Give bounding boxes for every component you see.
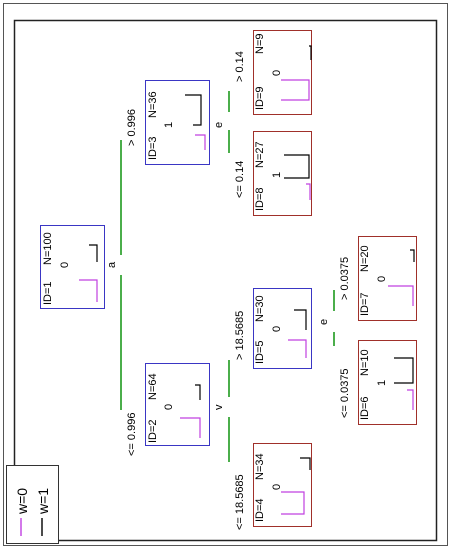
tree-edges (120, 91, 335, 462)
node-3-bar-w1 (185, 94, 202, 126)
node-8-id: ID=8 (254, 187, 266, 211)
node-4-box (253, 443, 312, 527)
node-3-count: N=36 (147, 91, 159, 118)
node-5: ID=5 N=30 0 (253, 288, 312, 369)
node-6-count: N=10 (359, 349, 371, 376)
node-5-bar-w0 (288, 339, 307, 358)
node-4-bar-w1 (300, 457, 311, 470)
node-2-pred: 0 (163, 404, 175, 410)
node-9-id: ID=9 (254, 86, 266, 110)
node-7-box (358, 236, 417, 321)
edge-label-1-right: > 0.996 (126, 109, 138, 146)
node-8-box (253, 131, 312, 216)
edge-label-1-left: <= 0.996 (126, 413, 138, 456)
node-3-box (145, 80, 210, 165)
node-9-bar-w1 (309, 45, 312, 60)
split-4-var: e (213, 122, 225, 128)
node-9-count: N=9 (254, 34, 266, 55)
node-7-id: ID=7 (359, 292, 371, 316)
node-2-bar-w0 (180, 417, 201, 438)
node-1: ID=1 N=100 0 (40, 225, 105, 309)
edge-label-3-left: <= 0.0375 (339, 368, 351, 418)
legend: w=0 w=1 (6, 465, 59, 544)
node-1-pred: 0 (59, 262, 71, 268)
node-5-bar-w1 (294, 309, 307, 330)
node-2-id: ID=2 (147, 419, 159, 443)
node-7-bar-w0 (388, 285, 414, 306)
node-2-bar-w1 (195, 384, 201, 400)
node-1-box (40, 225, 105, 309)
node-5-count: N=30 (254, 295, 266, 322)
node-5-id: ID=5 (254, 340, 266, 364)
node-7: ID=7 N=20 0 (358, 236, 417, 321)
node-2: ID=2 N=64 0 (145, 363, 210, 446)
node-3-bar-w0 (195, 134, 206, 150)
edge-label-4-right: > 0.14 (234, 51, 246, 82)
node-5-pred: 0 (271, 326, 283, 332)
node-9-box (253, 30, 312, 115)
node-1-bar-w1 (89, 244, 98, 262)
node-1-bar-w0 (79, 279, 98, 302)
node-5-box (253, 288, 312, 369)
edge-label-2-right: > 18.5685 (234, 311, 246, 360)
node-4-bar-w0 (281, 491, 305, 515)
node-9-pred: 0 (271, 70, 283, 76)
node-3-pred: 1 (163, 122, 175, 128)
edge-label-2-left: <= 18.5685 (234, 474, 246, 530)
split-2-var: v (213, 404, 225, 410)
edge-label-4-left: <= 0.14 (234, 161, 246, 198)
plot-frame (13, 19, 438, 542)
node-6-id: ID=6 (359, 396, 371, 420)
node-9: ID=9 N=9 0 (253, 30, 312, 115)
split-1-var: a (106, 261, 118, 268)
node-9-bar-w0 (281, 79, 310, 101)
node-8-bar-w0 (306, 183, 311, 200)
node-7-pred: 0 (376, 276, 388, 282)
node-2-box (145, 363, 210, 446)
node-4-pred: 0 (271, 484, 283, 490)
node-4-id: ID=4 (254, 498, 266, 522)
legend-label-w0: w=0 (14, 488, 30, 515)
legend-label-w1: w=1 (35, 488, 51, 515)
node-7-bar-w1 (410, 249, 415, 262)
node-8-bar-w1 (284, 154, 310, 179)
legend-box (6, 465, 59, 544)
node-8: ID=8 N=27 1 (253, 131, 312, 216)
outer-frame (3, 3, 448, 546)
node-1-id: ID=1 (42, 281, 54, 305)
node-2-count: N=64 (147, 373, 159, 400)
node-1-count: N=100 (42, 232, 54, 265)
node-6-bar-w1 (394, 357, 414, 384)
node-3: ID=3 N=36 1 (145, 80, 210, 165)
node-6-pred: 1 (376, 380, 388, 386)
node-6-box (358, 340, 417, 425)
split-3-var: e (318, 319, 330, 325)
node-6: ID=6 N=10 1 (358, 340, 417, 425)
node-6-bar-w0 (407, 389, 414, 410)
node-8-pred: 1 (271, 172, 283, 178)
node-3-id: ID=3 (147, 136, 159, 160)
node-4: ID=4 N=34 0 (253, 443, 312, 527)
edge-label-3-right: > 0.0375 (339, 257, 351, 300)
node-8-count: N=27 (254, 141, 266, 168)
node-4-count: N=34 (254, 453, 266, 480)
node-7-count: N=20 (359, 245, 371, 272)
